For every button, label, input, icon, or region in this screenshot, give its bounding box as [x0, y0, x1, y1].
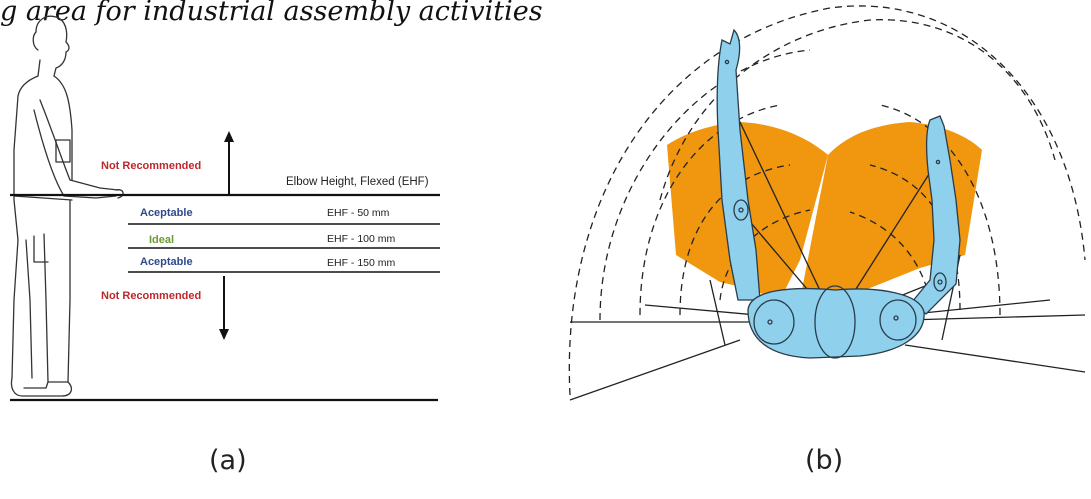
panel-b-diagram: [568, 5, 1086, 401]
label-acceptable-top: Aceptable: [140, 207, 193, 219]
label-acceptable-bottom: Aceptable: [140, 256, 193, 268]
arrow-down: [219, 276, 229, 340]
figure-caption: g area for industrial assembly activitie…: [0, 0, 543, 27]
label-ehf-100: EHF - 100 mm: [327, 233, 396, 245]
label-not-recommended-bottom: Not Recommended: [101, 290, 201, 302]
worker-figure: [10, 15, 124, 397]
panel-a-label: (a): [209, 445, 247, 476]
label-ehf-50: EHF - 50 mm: [327, 207, 390, 219]
panel-b-label: (b): [805, 445, 844, 476]
label-ehf-150: EHF - 150 mm: [327, 257, 396, 269]
label-not-recommended-top: Not Recommended: [101, 160, 201, 172]
arrow-up: [224, 131, 234, 194]
body-top-view: [716, 28, 961, 359]
panel-a-diagram: Not Recommended Elbow Height, Flexed (EH…: [10, 15, 440, 402]
label-elbow-height: Elbow Height, Flexed (EHF): [286, 176, 429, 188]
label-ideal: Ideal: [149, 234, 174, 246]
